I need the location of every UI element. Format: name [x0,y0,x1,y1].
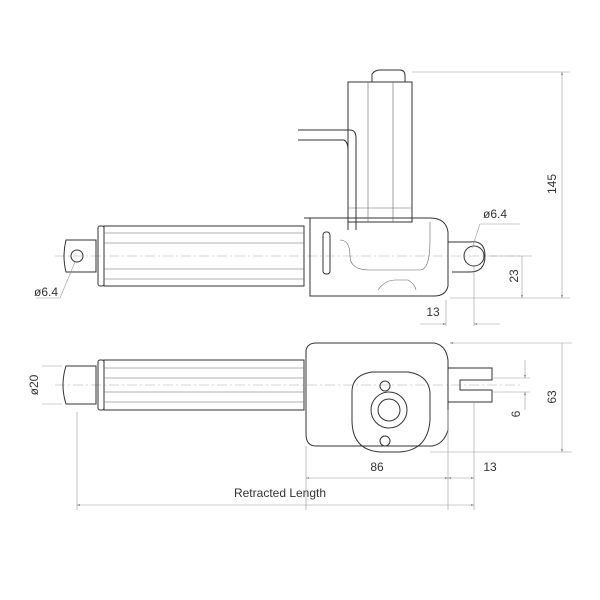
dimension-lines [36,71,572,510]
gear-housing-top [304,217,449,297]
dim-eye-dia-left: ø6.4 [34,285,58,299]
gear-cover [351,371,431,453]
dim-total-width: 63 [545,390,559,404]
rod-eye-left [63,239,97,273]
dim-total-height: 145 [545,174,559,194]
top-view [55,69,520,297]
eye-hole-left [70,249,84,263]
dim-housing-length: 86 [370,460,384,474]
dim-clevis-slot: 6 [509,410,523,417]
bottom-view [55,342,520,453]
dim-retracted-length: Retracted Length [234,486,326,500]
dim-eye-height: 23 [507,269,521,283]
outer-tube-bottom [103,359,305,411]
rod-end-bottom [62,365,97,405]
outer-tube-top [103,225,305,287]
rear-eye-top [448,241,486,273]
dim-eye-dia-right: ø6.4 [483,207,507,221]
dim-eye-offset-bottom: 13 [483,460,497,474]
dim-eye-offset-top: 13 [426,305,440,319]
gear-housing-bottom [305,342,449,447]
motor-body [347,81,413,223]
motor-cap [371,69,406,82]
dim-rod-diameter: ø20 [27,374,41,395]
cable [298,129,357,230]
